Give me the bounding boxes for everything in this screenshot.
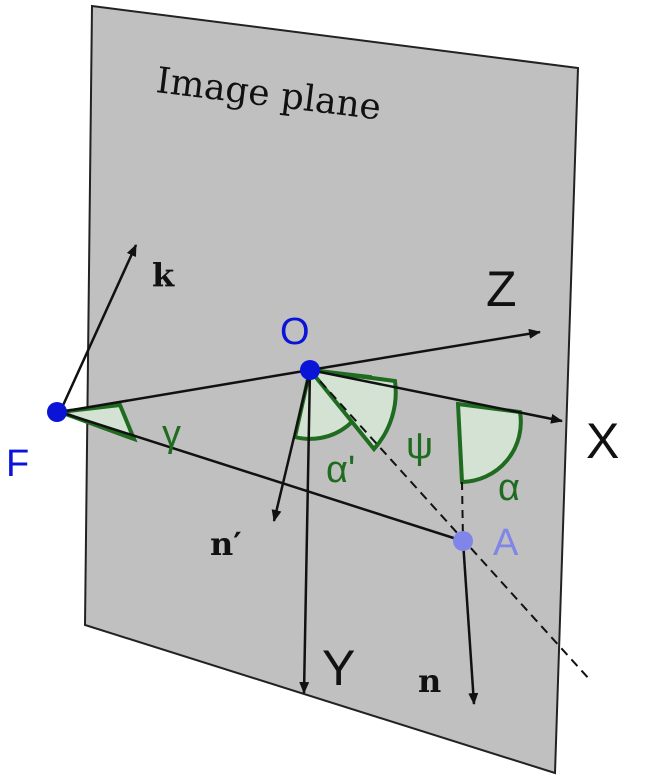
vector-n-prime-arrow (271, 369, 312, 522)
dashed-line-O-through-A (309, 369, 591, 681)
label-X: X (586, 413, 619, 469)
label-O: O (280, 311, 310, 353)
label-k: k (152, 256, 175, 294)
label-psi: ψ (406, 425, 433, 467)
axis-X-arrow (309, 368, 563, 424)
point-A (453, 531, 473, 551)
angle-alpha-sector (455, 401, 523, 485)
line-F-to-A (59, 410, 464, 543)
label-gamma: γ (162, 413, 181, 455)
label-Y: Y (322, 640, 355, 696)
point-F (47, 402, 67, 422)
label-n-prime: n′ (210, 525, 242, 563)
label-alpha-prime: α' (326, 449, 355, 491)
line-F-to-O (59, 368, 311, 414)
axis-Y-arrow (299, 369, 312, 694)
vector-k-arrow (58, 244, 138, 413)
angle-psi-sector (305, 367, 398, 453)
label-n: n (418, 662, 441, 700)
label-alpha: α (498, 467, 520, 509)
point-O (300, 360, 320, 380)
axis-Z-arrow (309, 328, 541, 372)
vector-n-arrow (461, 540, 479, 705)
label-Z: Z (486, 261, 517, 317)
label-F: F (6, 443, 29, 485)
label-A: A (493, 522, 519, 564)
